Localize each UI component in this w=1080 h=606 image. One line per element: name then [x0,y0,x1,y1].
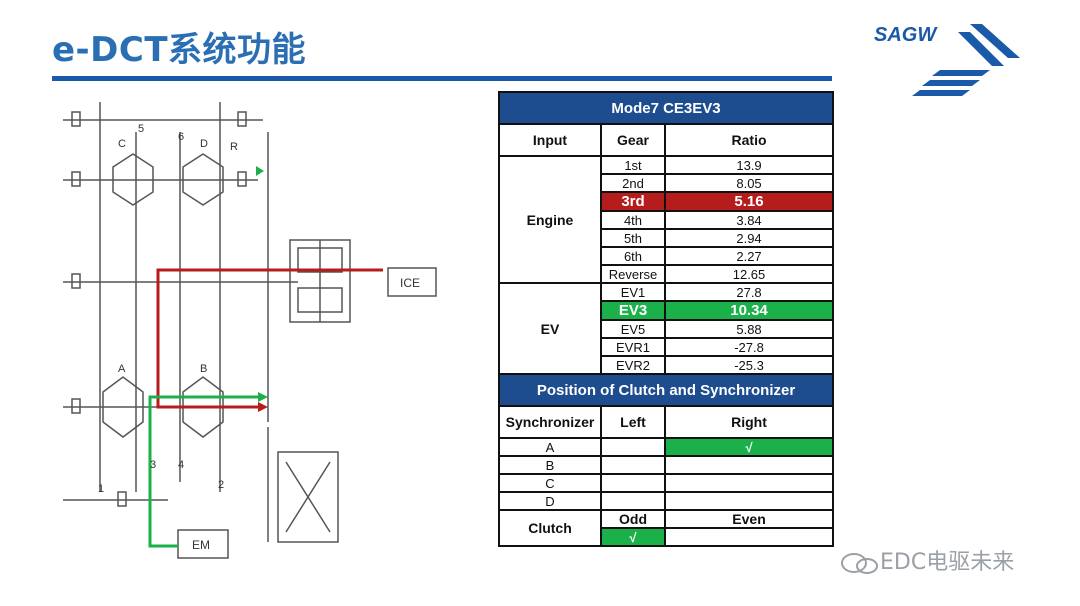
ratio-cell: 13.9 [663,155,835,175]
gear-number: R [230,141,238,153]
sync-right [663,455,835,475]
gear-cell: 5th [600,228,666,248]
logo-text: SAGW [874,24,937,46]
ice-label: ICE [400,276,420,290]
position-header: Position of Clutch and Synchronizer [497,373,835,407]
sync-label-c: C [118,138,126,150]
sync-name: B [498,455,602,475]
mode-header: Mode7 CE3EV3 [497,91,835,125]
gear-cell: 4th [600,210,666,230]
gear-cell-active: 3rd [600,191,666,212]
ev-label: EV [498,282,602,375]
sync-name: C [498,473,602,493]
sync-left [600,473,666,493]
even-value [663,527,835,547]
col-right: Right [663,405,835,439]
ratio-cell-active: 10.34 [663,300,835,321]
em-label: EM [192,538,210,552]
gear-cell: 6th [600,246,666,266]
gear-number: 3 [150,459,156,471]
ratio-cell: 8.05 [663,173,835,193]
sagw-logo: SAGW [870,18,1030,108]
title-underline [52,76,832,81]
gear-cell: EV5 [600,319,666,339]
ratio-cell: 3.84 [663,210,835,230]
sync-label-d: D [200,138,208,150]
watermark: EDC电驱未来 [840,544,1014,576]
sync-name: D [498,491,602,511]
sync-left [600,437,666,457]
ratio-cell: 12.65 [663,264,835,284]
gear-cell: EVR1 [600,337,666,357]
sync-right [663,491,835,511]
wechat-icon [841,553,878,574]
clutch-label: Clutch [498,509,602,547]
ratio-cell: -25.3 [663,355,835,375]
sync-right-check: √ [663,437,835,457]
ratio-cell: 27.8 [663,282,835,302]
gear-number: 1 [98,483,104,495]
ratio-cell-active: 5.16 [663,191,835,212]
col-gear: Gear [600,123,666,157]
gear-number: 2 [218,479,224,491]
gear-cell: Reverse [600,264,666,284]
even-label: Even [663,509,835,529]
engine-label: Engine [498,155,602,284]
gear-cell: EVR2 [600,355,666,375]
gear-number: 6 [178,131,184,143]
odd-label: Odd [600,509,666,529]
col-left: Left [600,405,666,439]
gear-cell: 1st [600,155,666,175]
ratio-cell: 2.94 [663,228,835,248]
col-input: Input [498,123,602,157]
sync-name: A [498,437,602,457]
gear-cell: EV1 [600,282,666,302]
mode-table: Mode7 CE3EV3 Input Gear Ratio Engine 1st… [497,91,835,547]
watermark-text: EDC电驱未来 [880,550,1015,575]
gear-number: 5 [138,123,144,135]
gear-number: 4 [178,459,184,471]
col-synchronizer: Synchronizer [498,405,602,439]
ratio-cell: 2.27 [663,246,835,266]
logo-stripes-icon [912,24,1020,96]
gear-cell: 2nd [600,173,666,193]
sync-label-a: A [118,363,126,375]
ratio-cell: 5.88 [663,319,835,339]
sync-right [663,473,835,493]
transmission-schematic: C D A B 5 6 R 3 4 1 2 ICE EM [63,102,437,559]
sync-label-b: B [200,363,207,375]
col-ratio: Ratio [663,123,835,157]
page-title: e-DCT系统功能 [52,30,307,70]
sync-left [600,455,666,475]
sync-left [600,491,666,511]
ratio-cell: -27.8 [663,337,835,357]
odd-check: √ [600,527,666,547]
gear-cell-active: EV3 [600,300,666,321]
